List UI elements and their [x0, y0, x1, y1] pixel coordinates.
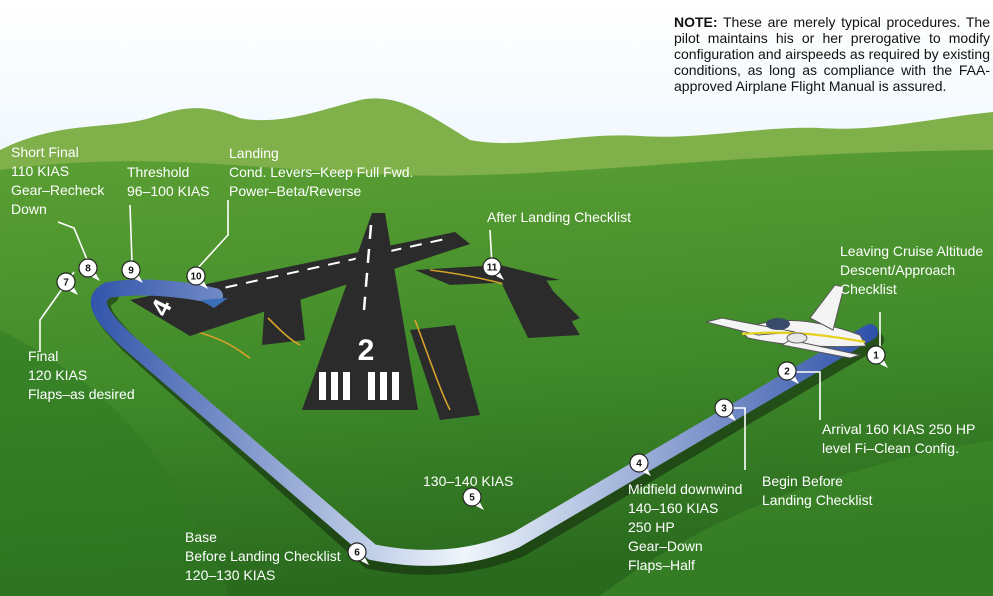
marker-circle — [78, 258, 98, 278]
waypoint-number: 3 — [721, 404, 727, 415]
waypoint-9-marker: 9 — [121, 260, 143, 283]
marker-circle — [866, 345, 886, 365]
grass-field — [0, 150, 993, 596]
pattern-path — [90, 279, 878, 566]
note-keyword: NOTE: — [674, 14, 718, 30]
waypoint-2-line: Arrival 160 KIAS 250 HP — [822, 421, 976, 437]
waypoint-5-label: 130–140 KIAS — [423, 472, 513, 491]
waypoint-6-label: Base Before Landing Checklist 120–130 KI… — [185, 528, 341, 585]
waypoint-8-marker: 8 — [78, 258, 100, 281]
waypoint-8-line: Short Final — [11, 144, 79, 160]
procedures-note: NOTE: These are merely typical procedure… — [674, 14, 990, 94]
waypoint-11-marker: 11 — [482, 257, 504, 280]
waypoint-number: 8 — [85, 264, 91, 275]
marker-circle — [714, 398, 734, 418]
waypoint-10-line: Power–Beta/Reverse — [229, 183, 362, 199]
waypoint-8-line: 110 KIAS — [11, 163, 70, 179]
waypoint-number: 7 — [63, 278, 69, 289]
waypoint-number: 1 — [873, 351, 879, 362]
marker-circle — [629, 453, 649, 473]
waypoint-7-marker: 7 — [56, 272, 78, 295]
waypoint-9-label: Threshold 96–100 KIAS — [127, 163, 210, 201]
waypoint-6-line: 120–130 KIAS — [185, 567, 276, 583]
waypoint-1-line: Leaving Cruise Altitude — [840, 243, 984, 259]
waypoint-6-line: Base — [185, 529, 217, 545]
waypoint-11-label: After Landing Checklist — [487, 208, 631, 227]
waypoint-6-line: Before Landing Checklist — [185, 548, 341, 564]
waypoint-4-marker: 4 — [629, 453, 651, 476]
marker-circle — [462, 487, 482, 507]
waypoint-8-line: Gear–Recheck — [11, 182, 105, 198]
waypoint-4-line: 250 HP — [628, 519, 675, 535]
landing-arrow — [200, 298, 228, 308]
marker-circle — [777, 361, 797, 381]
waypoint-7-line: Final — [28, 348, 59, 364]
waypoint-4-line: Midfield downwind — [628, 481, 743, 497]
waypoint-3-line: Landing Checklist — [762, 492, 873, 508]
waypoint-number: 9 — [128, 266, 134, 277]
waypoint-number: 2 — [784, 367, 790, 378]
waypoint-2-marker: 2 — [777, 361, 799, 384]
waypoint-3-marker: 3 — [714, 398, 736, 421]
waypoint-10-label: Landing Cond. Levers–Keep Full Fwd. Powe… — [229, 144, 413, 201]
waypoint-9-line: 96–100 KIAS — [127, 183, 210, 199]
waypoint-10-marker: 10 — [186, 266, 208, 289]
threshold-markings — [319, 372, 399, 400]
waypoint-1-label: Leaving Cruise Altitude Descent/Approach… — [840, 242, 983, 299]
waypoint-4-label: Midfield downwind 140–160 KIAS 250 HP Ge… — [628, 480, 742, 575]
waypoint-8-label: Short Final 110 KIAS Gear–Recheck Down — [11, 143, 104, 219]
waypoint-3-line: Begin Before — [762, 473, 843, 489]
waypoint-11-line: After Landing Checklist — [487, 209, 631, 225]
waypoint-6-marker: 6 — [347, 542, 369, 565]
marker-circle — [186, 266, 206, 286]
waypoint-10-line: Cond. Levers–Keep Full Fwd. — [229, 164, 414, 180]
waypoint-2-line: level Fi–Clean Config. — [822, 440, 959, 456]
waypoint-2-label: Arrival 160 KIAS 250 HP level Fi–Clean C… — [822, 420, 975, 458]
waypoint-number: 6 — [354, 548, 360, 559]
waypoint-4-line: Flaps–Half — [628, 557, 695, 573]
airplane-icon — [705, 284, 867, 359]
waypoint-3-label: Begin Before Landing Checklist — [762, 472, 873, 510]
waypoint-number: 5 — [469, 493, 475, 504]
waypoint-10-line: Landing — [229, 145, 279, 161]
runway-2-number: 2 — [358, 334, 375, 367]
marker-circle — [121, 260, 141, 280]
marker-circle — [482, 257, 502, 277]
waypoint-8-line: Down — [11, 201, 47, 217]
waypoint-4-line: Gear–Down — [628, 538, 703, 554]
waypoint-4-line: 140–160 KIAS — [628, 500, 719, 516]
waypoint-1-line: Descent/Approach — [840, 262, 956, 278]
marker-circle — [347, 542, 367, 562]
waypoint-5-marker: 5 — [462, 487, 484, 510]
note-text: These are merely typical procedures. The… — [674, 14, 990, 94]
marker-circle — [56, 272, 76, 292]
waypoint-7-line: Flaps–as desired — [28, 386, 135, 402]
waypoint-number: 4 — [636, 459, 642, 470]
waypoint-5-line: 130–140 KIAS — [423, 473, 514, 489]
runway-2 — [302, 213, 418, 410]
waypoint-1-line: Checklist — [840, 281, 897, 297]
waypoint-number: 11 — [487, 263, 498, 274]
waypoint-1-marker: 1 — [866, 345, 888, 368]
waypoint-7-line: 120 KIAS — [28, 367, 88, 383]
waypoint-markers: 1 2 3 4 5 6 7 8 9 10 11 — [56, 257, 888, 565]
waypoint-7-label: Final 120 KIAS Flaps–as desired — [28, 347, 135, 404]
waypoint-number: 10 — [190, 272, 202, 283]
apron — [500, 278, 580, 335]
waypoint-9-line: Threshold — [127, 164, 190, 180]
